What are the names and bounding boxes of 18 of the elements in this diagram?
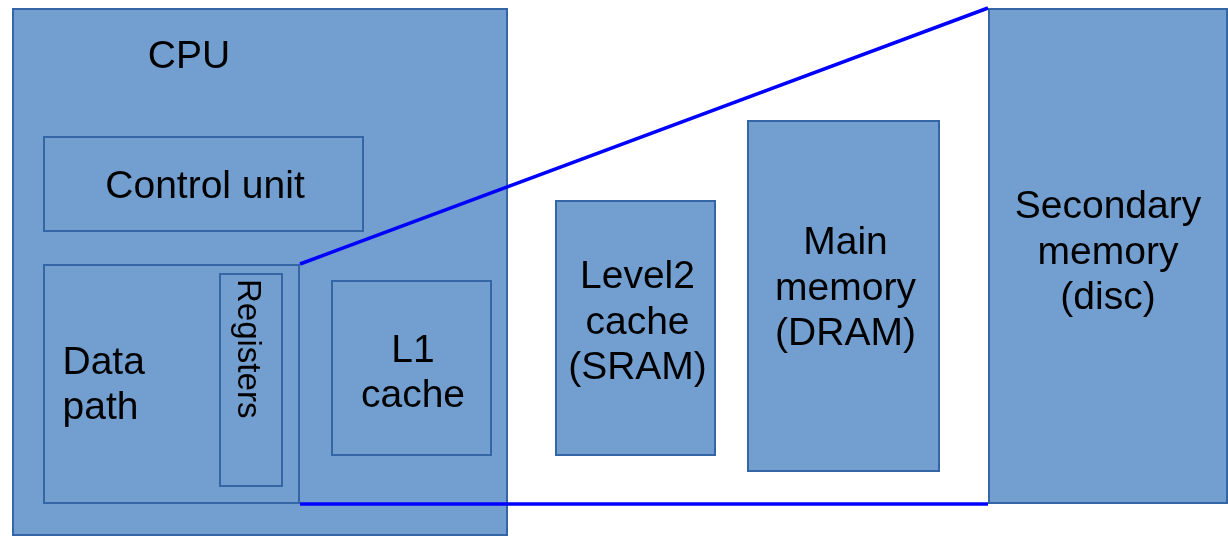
- cache-box: [330, 279, 492, 456]
- cache-box: [555, 200, 716, 456]
- box-label: Main memory (DRAM): [774, 218, 917, 355]
- box-label: Registers: [233, 279, 266, 419]
- cpu-label: CPU: [146, 32, 232, 78]
- memory-box: [988, 8, 1228, 504]
- connector-line: [299, 6, 989, 266]
- memory-box: [747, 120, 940, 472]
- box-label: Control unit: [104, 161, 306, 208]
- box-label: Secondary memory (disc): [1013, 182, 1203, 319]
- box-label: Level2 cache (SRAM): [567, 252, 708, 389]
- cpu-box: [12, 8, 508, 536]
- registers-box: [219, 273, 283, 487]
- connector-line: [300, 502, 988, 506]
- box-label: Data path: [62, 337, 146, 429]
- control-unit-box: [42, 135, 364, 232]
- box-label: L1 cache: [359, 325, 467, 417]
- data-path-box: [42, 263, 300, 504]
